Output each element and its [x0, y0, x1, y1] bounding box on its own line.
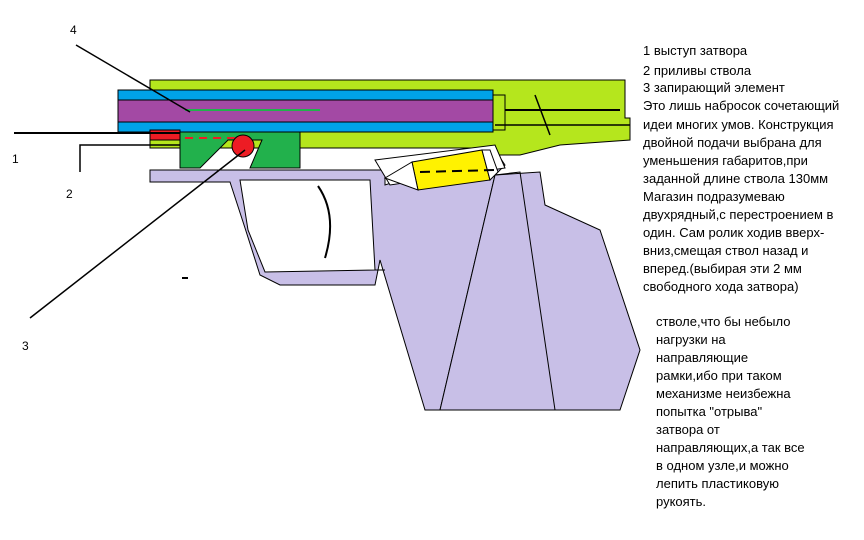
note-line: идеи многих умов. Конструкция	[643, 117, 834, 132]
leader-line-3	[29, 149, 246, 319]
note-line: нагрузки на	[656, 332, 726, 347]
note-line: двухрядный,с перестроением в	[643, 207, 834, 222]
note-line: рамки,ибо при таком	[656, 368, 782, 383]
note-line: направляющих,а так все	[656, 440, 805, 455]
trigger-guard-opening	[239, 179, 376, 273]
notes-bottom: стволе,что бы небыло нагрузки на направл…	[656, 314, 805, 509]
callout-4: 4	[70, 23, 77, 37]
note-line: двойной подачи выбрана для	[643, 135, 822, 150]
locking-roller	[231, 134, 255, 158]
cartridge-bullet	[383, 161, 419, 191]
note-line: лепить пластиковую	[656, 476, 779, 491]
note-line: рукоять.	[656, 494, 706, 509]
note-line: 1 выступ затвора	[643, 43, 748, 58]
cartridge	[383, 149, 499, 191]
note-line: механизме неизбежна	[656, 386, 791, 401]
note-line: стволе,что бы небыло	[656, 314, 790, 329]
note-line: уменьшения габаритов,при	[643, 153, 808, 168]
callout-2: 2	[66, 187, 73, 201]
note-line: затвора от	[656, 422, 720, 437]
cartridge-dash-line	[419, 169, 496, 173]
barrel-top-stripe	[117, 89, 494, 101]
barrel-lugs	[179, 131, 301, 169]
slide-lug-red	[149, 129, 181, 141]
magazine-body	[439, 171, 641, 411]
note-line: заданной длине ствола 130мм	[643, 171, 828, 186]
note-line: направляющие	[656, 350, 748, 365]
note-line: вниз,смещая ствол назад и	[643, 243, 808, 258]
note-line: один. Сам ролик ходив вверх-	[643, 225, 824, 240]
slide-extractor-line	[534, 94, 551, 136]
note-line: Это лишь набросок сочетающий	[643, 98, 839, 113]
barrel	[117, 89, 620, 133]
note-line: в одном узле,и можно	[656, 458, 789, 473]
callout-3: 3	[22, 339, 29, 353]
trigger	[317, 185, 332, 259]
magazine-divider	[494, 171, 560, 411]
notes-top: 1 выступ затвора 2 приливы ствола 3 запи…	[643, 43, 839, 294]
note-line: вперед.(выбирая эти 2 мм	[643, 261, 802, 276]
note-line: попытка "отрыва"	[656, 404, 762, 419]
locking-assembly	[149, 129, 301, 169]
note-line: 2 приливы ствола	[643, 63, 752, 78]
barrel-chamber-end	[492, 94, 506, 131]
note-line: 3 запирающий элемент	[643, 80, 785, 95]
leader-line-4	[75, 44, 191, 113]
note-line: Магазин подразумеваю	[643, 189, 785, 204]
reference-bracket	[79, 144, 180, 172]
magazine	[439, 171, 641, 411]
callout-1: 1	[12, 152, 19, 166]
frame	[149, 149, 506, 411]
note-line: свободного хода затвора)	[643, 279, 799, 294]
